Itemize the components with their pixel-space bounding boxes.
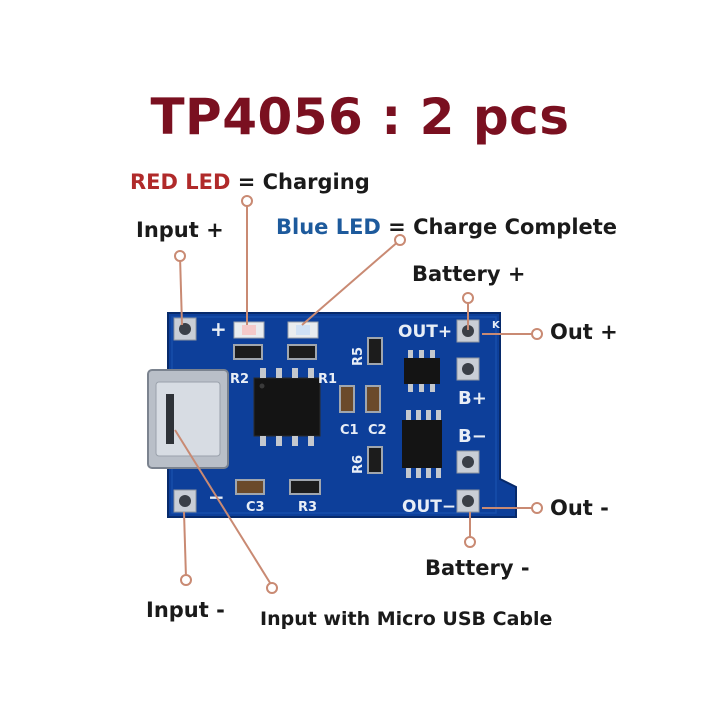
- page-title: TP4056 : 2 pcs: [150, 88, 570, 146]
- silk-r1: R1: [318, 372, 337, 387]
- input-minus-label: Input -: [146, 598, 225, 622]
- battery-plus-label: Battery +: [412, 262, 526, 286]
- red-led-meaning: = Charging: [230, 170, 370, 194]
- tp4056-chip: [253, 368, 321, 446]
- blue-led-legend: Blue LED = Charge Complete: [276, 215, 617, 239]
- input-minus-pad: [173, 489, 197, 513]
- silk-c1: C1: [340, 423, 359, 438]
- silk-c3: C3: [246, 500, 265, 515]
- silk-r6: R6: [351, 455, 366, 474]
- silk-r3: R3: [298, 500, 317, 515]
- silk-b-plus: B+: [458, 388, 487, 409]
- usb-input-label: Input with Micro USB Cable: [260, 608, 553, 630]
- silk-out-minus: OUT−: [402, 497, 456, 517]
- out-minus-label: Out -: [550, 496, 609, 520]
- blue-led-label: Blue LED: [276, 215, 381, 239]
- out-plus-label: Out +: [550, 320, 618, 344]
- b-minus-pad: [456, 450, 480, 474]
- red-led-label: RED LED: [130, 170, 231, 194]
- out-plus-pad: [456, 319, 480, 343]
- red-led-legend: RED LED = Charging: [130, 170, 370, 194]
- callout-dots: [174, 195, 543, 594]
- b-plus-pad: [456, 357, 480, 381]
- micro-usb-connector: [147, 369, 229, 469]
- blue-led-meaning: = Charge Complete: [380, 215, 618, 239]
- callout-lines: [174, 201, 537, 587]
- battery-minus-label: Battery -: [425, 556, 530, 580]
- input-plus-pad: [173, 317, 197, 341]
- protection-chip: [404, 350, 440, 392]
- silk-k: K: [492, 320, 501, 331]
- silk-b-minus: B−: [458, 426, 487, 447]
- red-led: [233, 321, 265, 339]
- silk-plus: +: [210, 317, 227, 341]
- smd-resistors: [233, 337, 383, 495]
- input-plus-label: Input +: [136, 218, 224, 242]
- blue-led: [287, 321, 319, 339]
- out-minus-pad: [456, 489, 480, 513]
- silk-r2: R2: [230, 372, 249, 387]
- silk-out-plus: OUT+: [398, 322, 452, 342]
- silk-c2: C2: [368, 423, 387, 438]
- mosfet-chip: [402, 410, 442, 478]
- silk-r5: R5: [351, 347, 366, 366]
